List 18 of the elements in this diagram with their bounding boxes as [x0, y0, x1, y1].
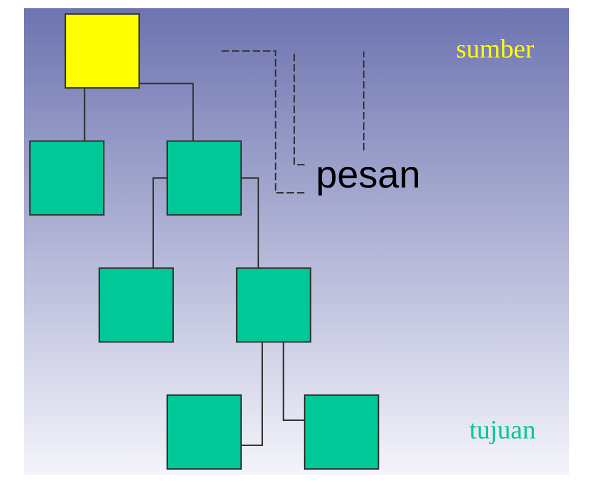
connector — [294, 52, 305, 166]
node-box — [304, 394, 380, 470]
connector — [84, 88, 86, 141]
label: sumber — [456, 33, 534, 64]
node-box — [166, 394, 242, 470]
node-box — [64, 13, 140, 89]
node-box — [236, 267, 312, 343]
node-box — [98, 267, 174, 343]
connector — [362, 52, 364, 150]
connector — [241, 177, 260, 268]
connector — [139, 82, 194, 141]
node-box — [29, 140, 104, 216]
node-box — [166, 140, 242, 216]
label: tujuan — [469, 414, 536, 445]
node-text: pesan — [316, 153, 420, 196]
connector — [221, 50, 304, 194]
connector — [241, 342, 264, 446]
connector — [282, 342, 304, 421]
